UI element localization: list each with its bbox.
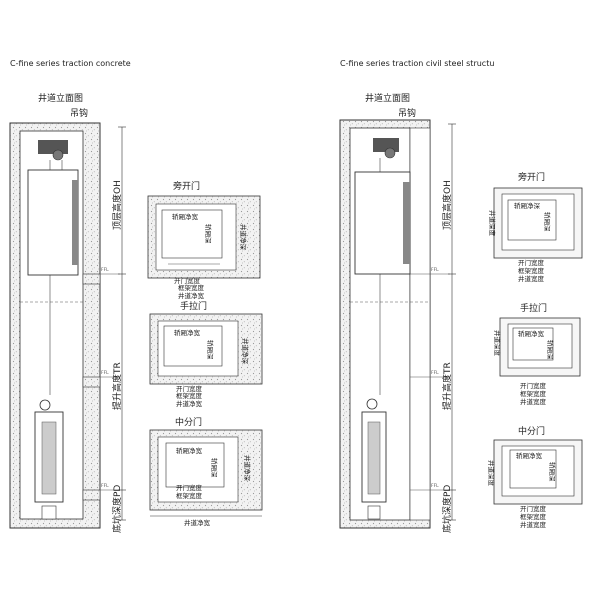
svg-text:井道宽度: 井道宽度 bbox=[520, 520, 547, 529]
svg-text:井道净宽: 井道净宽 bbox=[184, 518, 211, 527]
svg-text:轿厢深: 轿厢深 bbox=[204, 224, 213, 244]
svg-text:井道深度: 井道深度 bbox=[488, 210, 497, 237]
right-ffl-1: FFL bbox=[431, 267, 439, 273]
left-ffl-3: FFL bbox=[101, 483, 109, 489]
svg-text:框架宽度: 框架宽度 bbox=[520, 389, 547, 398]
svg-text:井道净宽: 井道净宽 bbox=[178, 291, 205, 300]
left-car bbox=[27, 169, 79, 276]
right-cw-sheave bbox=[366, 398, 378, 410]
svg-text:轿厢深: 轿厢深 bbox=[546, 340, 555, 360]
svg-text:轿厢深: 轿厢深 bbox=[543, 212, 552, 232]
left-elevation-title: 井道立面图 bbox=[38, 92, 83, 104]
svg-text:井道深度: 井道深度 bbox=[493, 330, 502, 357]
left-plan-side: 旁开门 轿厢净宽 轿厢深 井道净深 开门宽度 框架宽度 井道净宽 bbox=[147, 180, 261, 300]
svg-text:开门宽度: 开门宽度 bbox=[520, 381, 547, 390]
right-plan-1-car bbox=[507, 199, 557, 241]
svg-text:框架宽度: 框架宽度 bbox=[520, 512, 547, 521]
left-plan-2-title: 手拉门 bbox=[180, 300, 207, 312]
right-hook-label: 吊钩 bbox=[398, 107, 416, 119]
right-plan-3-car bbox=[509, 449, 557, 489]
left-cw-sheave bbox=[39, 399, 51, 411]
svg-text:井道净宽: 井道净宽 bbox=[176, 399, 203, 408]
left-oh-label: 顶层高度OH bbox=[111, 180, 123, 230]
left-plan-manual: 手拉门 轿厢净宽 轿厢深 井道净深 开门宽度 框架宽度 井道净宽 bbox=[149, 300, 263, 408]
left-title: C-fine series traction concrete bbox=[10, 59, 131, 68]
svg-text:轿厢净宽: 轿厢净宽 bbox=[176, 446, 203, 455]
left-ffl-1: FFL bbox=[101, 267, 109, 273]
left-plan-center: 中分门 轿厢净宽 轿厢深 井道净深 开门宽度 框架宽度 井道净宽 bbox=[149, 416, 263, 527]
right-plan-side: 旁开门 轿厢净深 轿厢深 井道深度 开门宽度 框架宽度 井道宽度 bbox=[488, 171, 583, 283]
svg-text:框架宽度: 框架宽度 bbox=[176, 391, 203, 400]
left-plan-1-car bbox=[161, 209, 223, 259]
right-oh-label: 顶层高度OH bbox=[441, 180, 453, 230]
right-elevation-title: 井道立面图 bbox=[365, 92, 410, 104]
svg-text:框架宽度: 框架宽度 bbox=[178, 283, 205, 292]
svg-text:轿厢净深: 轿厢净深 bbox=[514, 201, 541, 210]
right-title: C-fine series traction civil steel struc… bbox=[340, 59, 494, 68]
svg-text:开门宽度: 开门宽度 bbox=[174, 276, 201, 285]
right-plan-center: 中分门 轿厢净宽 轿厢深 井道深度 开门宽度 框架宽度 井道宽度 bbox=[487, 425, 583, 529]
right-plan-3-title: 中分门 bbox=[518, 425, 545, 437]
left-landing-mid bbox=[82, 376, 101, 388]
svg-text:轿厢净宽: 轿厢净宽 bbox=[174, 328, 201, 337]
right-elevation: FFL FFL FFL 顶层高度OH 提升高度TR 底坑深度PD bbox=[339, 119, 456, 533]
svg-text:井道深度: 井道深度 bbox=[487, 460, 496, 487]
left-tr-label: 提升高度TR bbox=[111, 362, 123, 410]
svg-text:井道宽度: 井道宽度 bbox=[520, 397, 547, 406]
left-landing-bottom bbox=[82, 489, 101, 501]
svg-text:轿厢净宽: 轿厢净宽 bbox=[518, 329, 545, 338]
left-hook-label: 吊钩 bbox=[70, 107, 88, 119]
right-plan-2-title: 手拉门 bbox=[520, 302, 547, 314]
left-plan-2-car bbox=[163, 325, 223, 367]
svg-text:开门宽度: 开门宽度 bbox=[176, 483, 203, 492]
left-buffer bbox=[41, 505, 57, 520]
svg-text:框架宽度: 框架宽度 bbox=[518, 266, 545, 275]
left-plan-3-title: 中分门 bbox=[175, 416, 202, 428]
right-pd-label: 底坑深度PD bbox=[441, 485, 453, 533]
left-diagram: C-fine series traction concrete 井道立面图 吊钩… bbox=[9, 59, 263, 533]
svg-text:井道净深: 井道净深 bbox=[239, 224, 248, 251]
right-buffer bbox=[367, 505, 381, 520]
svg-text:轿厢净宽: 轿厢净宽 bbox=[516, 451, 543, 460]
right-ffl-2: FFL bbox=[431, 370, 439, 376]
right-plan-2-car bbox=[512, 327, 554, 361]
svg-text:轿厢净宽: 轿厢净宽 bbox=[172, 212, 199, 221]
left-plan-1-title: 旁开门 bbox=[173, 180, 200, 192]
svg-text:开门宽度: 开门宽度 bbox=[176, 384, 203, 393]
svg-text:井道净深: 井道净深 bbox=[241, 338, 250, 365]
left-landing-top bbox=[82, 273, 101, 285]
svg-text:井道净深: 井道净深 bbox=[243, 455, 252, 482]
left-elevation: FFL FFL FFL 顶层高度OH 提升高度TR bbox=[9, 122, 126, 533]
svg-text:开门宽度: 开门宽度 bbox=[520, 504, 547, 513]
svg-text:井道宽度: 井道宽度 bbox=[518, 274, 545, 283]
right-car bbox=[354, 171, 411, 275]
left-plan-3-car bbox=[165, 442, 225, 488]
left-traction-machine bbox=[38, 140, 68, 154]
svg-text:框架宽度: 框架宽度 bbox=[176, 491, 203, 500]
svg-text:开门宽度: 开门宽度 bbox=[518, 258, 545, 267]
right-plan-1-title: 旁开门 bbox=[518, 171, 545, 183]
right-plan-manual: 手拉门 轿厢净宽 轿厢深 井道深度 开门宽度 框架宽度 井道宽度 bbox=[493, 302, 581, 406]
right-ffl-3: FFL bbox=[431, 483, 439, 489]
left-pd-label: 底坑深度PD bbox=[111, 485, 123, 533]
right-tr-label: 提升高度TR bbox=[441, 362, 453, 410]
svg-text:轿厢深: 轿厢深 bbox=[210, 458, 219, 478]
svg-text:轿厢深: 轿厢深 bbox=[206, 340, 215, 360]
left-ffl-2: FFL bbox=[101, 370, 109, 376]
svg-text:轿厢深: 轿厢深 bbox=[548, 462, 557, 482]
right-diagram: C-fine series traction civil steel struc… bbox=[339, 59, 583, 533]
